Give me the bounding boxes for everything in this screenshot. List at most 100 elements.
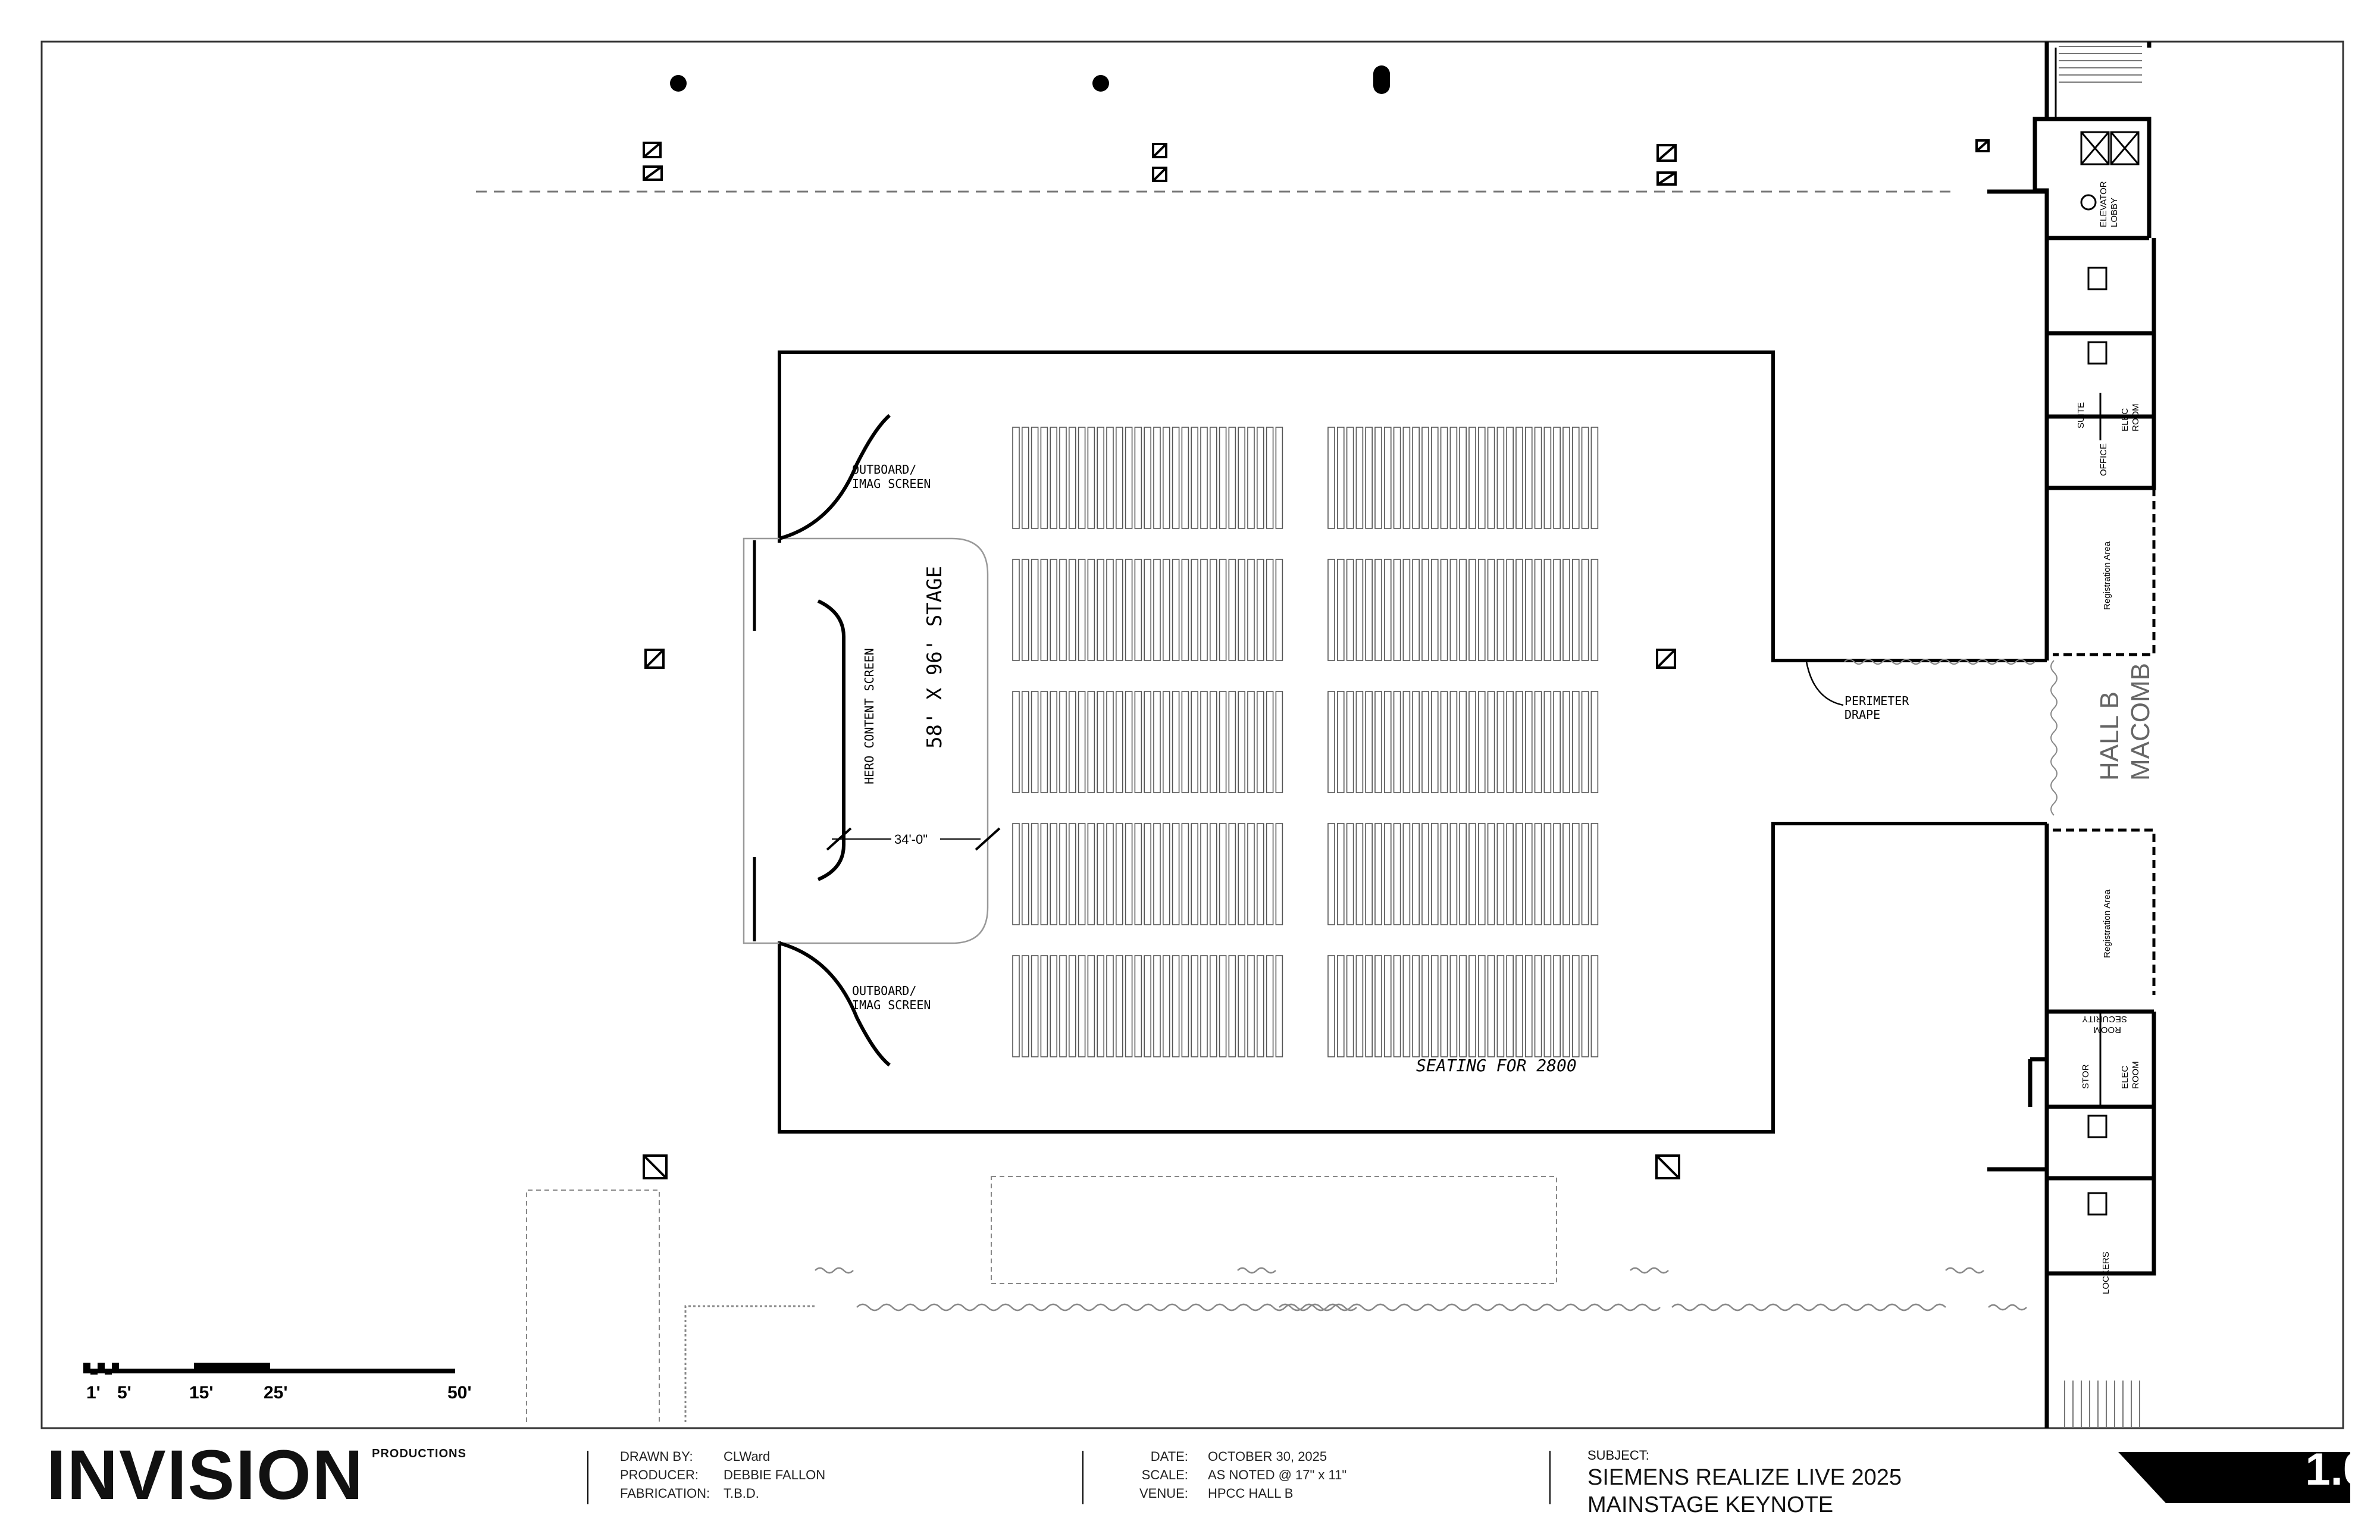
- seat-row-chair: [1172, 691, 1180, 793]
- seat-row-chair: [1040, 955, 1048, 1057]
- seat-row-chair: [1012, 427, 1020, 529]
- seat-row-chair: [1449, 691, 1458, 793]
- column-symbols: [643, 139, 1990, 1179]
- seat-row-chair: [1515, 427, 1523, 529]
- seat-row-chair: [1106, 691, 1114, 793]
- seat-row-chair: [1275, 427, 1283, 529]
- seat-row-chair: [1402, 691, 1411, 793]
- sheet-border: [40, 40, 2344, 1429]
- seat-row-chair: [1247, 559, 1255, 661]
- seat-row-chair: [1525, 823, 1533, 925]
- seat-row-chair: [1040, 823, 1048, 925]
- seat-row-chair: [1478, 691, 1486, 793]
- seat-row-chair: [1059, 823, 1067, 925]
- seat-row-chair: [1031, 427, 1039, 529]
- seat-row-chair: [1543, 559, 1552, 661]
- seat-row-chair: [1487, 691, 1495, 793]
- seat-row-chair: [1562, 823, 1570, 925]
- seat-row-chair: [1106, 559, 1114, 661]
- seat-row-chair: [1543, 427, 1552, 529]
- seat-row-chair: [1431, 427, 1439, 529]
- seat-row-chair: [1572, 691, 1580, 793]
- seat-row-chair: [1078, 427, 1086, 529]
- seat-row-chair: [1078, 823, 1086, 925]
- room-label-elevator-2: LOBBY: [2109, 198, 2119, 227]
- seat-row-chair: [1515, 823, 1523, 925]
- seat-row-chair: [1374, 559, 1382, 661]
- seat-row-chair: [1553, 823, 1561, 925]
- seat-row-chair: [1534, 559, 1542, 661]
- seat-row-chair: [1181, 955, 1189, 1057]
- seat-row-chair: [1543, 691, 1552, 793]
- room-label-stor: STOR: [2081, 1064, 2091, 1089]
- seat-row-chair: [1069, 691, 1076, 793]
- scale-label: 25': [264, 1383, 288, 1403]
- seat-row-chair: [1412, 955, 1420, 1057]
- hero-content-screen: [817, 599, 845, 881]
- seat-row-chair: [1200, 691, 1208, 793]
- seat-row-chair: [1153, 427, 1161, 529]
- drape-label-2: DRAPE: [1844, 708, 1880, 722]
- seat-row-chair: [1191, 559, 1198, 661]
- seat-row-chair: [1125, 691, 1133, 793]
- imag-screen-top: [779, 414, 891, 540]
- scale-label: 5': [117, 1383, 131, 1403]
- seat-row-chair: [1172, 427, 1180, 529]
- seat-row-chair: [1543, 955, 1552, 1057]
- seat-row-chair: [1247, 955, 1255, 1057]
- seat-row-chair: [1496, 427, 1505, 529]
- seat-row-chair: [1210, 559, 1217, 661]
- seat-row-chair: [1116, 691, 1123, 793]
- seat-row-chair: [1059, 691, 1067, 793]
- seat-row-chair: [1238, 955, 1245, 1057]
- seat-row-chair: [1247, 427, 1255, 529]
- seat-row-chair: [1402, 559, 1411, 661]
- seat-row-chair: [1200, 823, 1208, 925]
- dimension-tick: [826, 827, 852, 851]
- seat-row-chair: [1097, 691, 1104, 793]
- seat-row-chair: [1440, 955, 1448, 1057]
- seat-row-chair: [1228, 955, 1236, 1057]
- seat-row-chair: [1572, 427, 1580, 529]
- seat-row-chair: [1022, 559, 1029, 661]
- seat-row-chair: [1431, 559, 1439, 661]
- seat-row-chair: [1238, 559, 1245, 661]
- seat-row-chair: [1059, 955, 1067, 1057]
- seat-row-chair: [1327, 559, 1335, 661]
- room-label-elevator: ELEVATOR: [2099, 181, 2109, 227]
- seat-row-chair: [1562, 427, 1570, 529]
- scale-label-tb: SCALE:: [1141, 1467, 1188, 1482]
- title-block-date-values: OCTOBER 30, 2025 AS NOTED @ 17" x 11" HP…: [1208, 1447, 1346, 1503]
- seat-row-chair: [1496, 823, 1505, 925]
- seat-row-chair: [1257, 691, 1264, 793]
- seat-row-chair: [1553, 559, 1561, 661]
- seat-row-chair: [1534, 955, 1542, 1057]
- seat-row-chair: [1163, 691, 1170, 793]
- seat-row-chair: [1543, 823, 1552, 925]
- seat-row-chair: [1572, 955, 1580, 1057]
- date-value: OCTOBER 30, 2025: [1208, 1449, 1327, 1464]
- seat-row-chair: [1181, 823, 1189, 925]
- seat-row-chair: [1172, 559, 1180, 661]
- seat-row-chair: [1581, 559, 1589, 661]
- fabrication-label: FABRICATION:: [620, 1486, 710, 1501]
- seat-row-chair: [1078, 955, 1086, 1057]
- dashed-boundary: [684, 1305, 815, 1422]
- seat-row-chair: [1562, 691, 1570, 793]
- drape-wave: [1844, 659, 2035, 665]
- room-label-registration-top: Registration Area: [2102, 541, 2112, 610]
- seat-row-chair: [1440, 823, 1448, 925]
- seat-row-chair: [1487, 823, 1495, 925]
- imag-screen-bottom: [779, 941, 891, 1067]
- scale-bar: [83, 1363, 455, 1375]
- seat-row-chair: [1050, 427, 1057, 529]
- seat-row-chair: [1172, 955, 1180, 1057]
- subject-label: SUBJECT:: [1587, 1448, 1649, 1463]
- seat-row-chair: [1087, 559, 1095, 661]
- seat-row-chair: [1402, 427, 1411, 529]
- seat-row-chair: [1412, 691, 1420, 793]
- hero-screen-label: HERO CONTENT SCREEN: [862, 648, 876, 784]
- seat-row-chair: [1144, 427, 1151, 529]
- drawn-by-value: CLWard: [724, 1449, 771, 1464]
- seat-row-chair: [1228, 559, 1236, 661]
